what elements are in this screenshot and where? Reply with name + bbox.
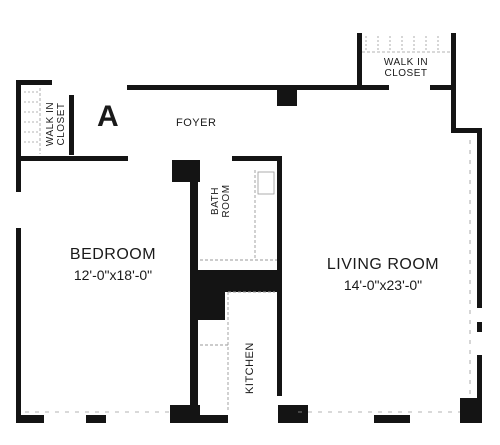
walk-in-closet-right-line2: CLOSET xyxy=(384,68,428,79)
walk-in-closet-left-label: WALK IN CLOSET xyxy=(45,94,67,154)
living-room-dimensions: 14'-0"x23'-0" xyxy=(343,276,423,293)
bottom-wall-1 xyxy=(16,415,44,423)
sink-outline xyxy=(257,171,275,195)
foyer-top-wall xyxy=(127,85,279,90)
walk-in-closet-right-label: WALK IN CLOSET xyxy=(374,57,438,79)
closet-right-wall-bottom-right xyxy=(430,85,455,90)
bottom-wall-6 xyxy=(374,415,410,423)
living-room-name: LIVING ROOM xyxy=(326,256,440,273)
bedroom-name: BEDROOM xyxy=(69,246,157,263)
bath-top-wall xyxy=(232,156,282,161)
bottom-wall-7 xyxy=(460,398,482,423)
right-exterior-wall-mid xyxy=(477,322,482,332)
walk-in-closet-left-line1: WALK IN xyxy=(45,101,56,147)
closet-right-wall-right xyxy=(451,33,456,133)
bath-kitchen-right-wall xyxy=(277,156,282,396)
living-room-label: LIVING ROOM 14'-0"x23'-0" xyxy=(318,256,448,293)
bath-kitchen-divider xyxy=(195,270,277,292)
closet-left-wall-top xyxy=(16,80,52,85)
bottom-wall-4 xyxy=(200,415,228,423)
right-exterior-wall-lower xyxy=(477,355,482,423)
bathroom-label: BATH ROOM xyxy=(210,176,232,226)
foyer-top-wall-right xyxy=(279,85,359,90)
bathroom-line2: ROOM xyxy=(221,184,232,218)
closet-left-wall-left xyxy=(16,80,21,192)
bedroom-dimensions: 12'-0"x18'-0" xyxy=(73,266,153,283)
right-exterior-wall-upper xyxy=(477,128,482,308)
column-foyer xyxy=(277,88,297,106)
fixtures xyxy=(24,36,471,413)
walk-in-closet-right-line1: WALK IN xyxy=(383,57,429,68)
foyer-label: FOYER xyxy=(176,117,217,129)
bedroom-top-wall xyxy=(16,156,128,161)
closet-right-wall-left xyxy=(357,33,362,90)
kitchen-column xyxy=(195,290,225,320)
bedroom-left-wall xyxy=(16,228,21,423)
walk-in-closet-left-line2: CLOSET xyxy=(56,102,67,146)
bedroom-label: BEDROOM 12'-0"x18'-0" xyxy=(48,246,178,283)
bottom-wall-5 xyxy=(278,405,308,423)
unit-letter: A xyxy=(97,100,119,133)
kitchen-label: KITCHEN xyxy=(243,342,256,394)
bathroom-line1: BATH xyxy=(210,187,221,215)
closet-left-wall-right xyxy=(69,95,74,155)
bath-kitchen-left-wall xyxy=(190,160,198,420)
bottom-wall-2 xyxy=(86,415,106,423)
walls xyxy=(16,33,482,423)
living-room-top-right-wall xyxy=(451,128,481,133)
closet-right-wall-bottom xyxy=(357,85,389,90)
